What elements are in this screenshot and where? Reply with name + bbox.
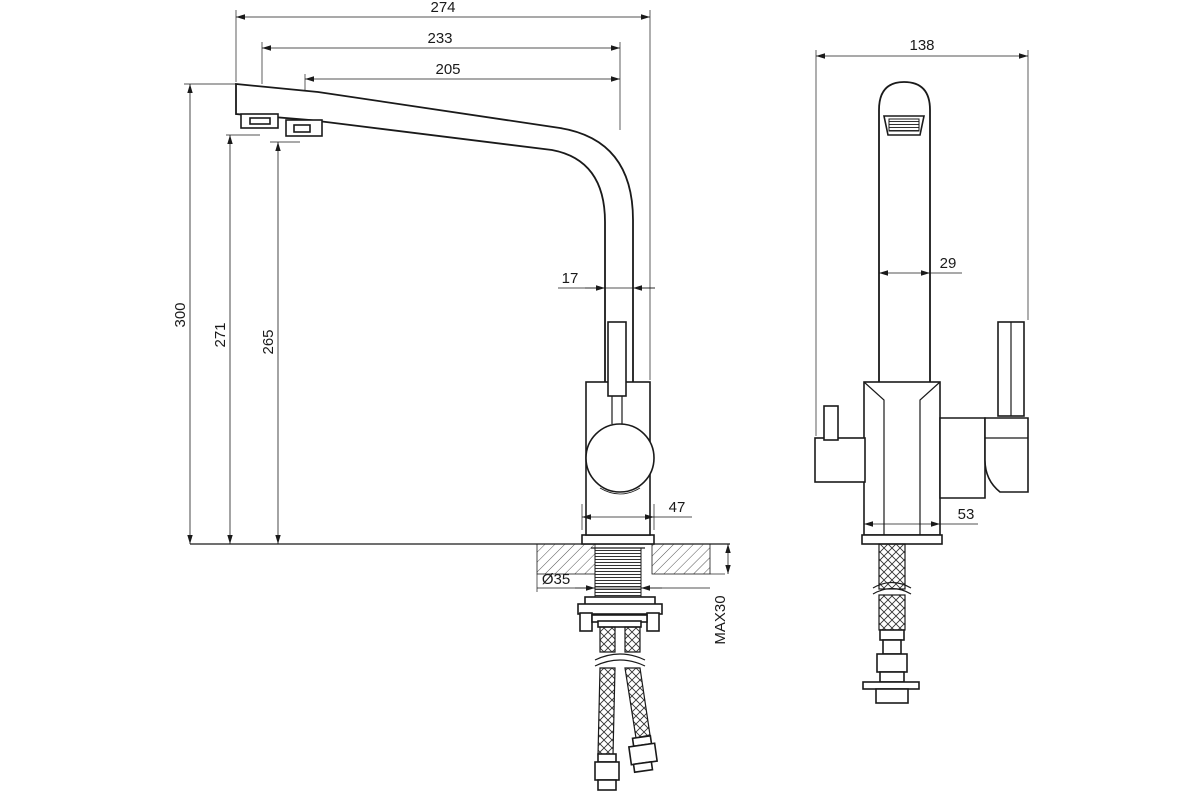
dim-138-label: 138	[909, 37, 934, 54]
faucet-body-side	[814, 321, 1029, 545]
spout-front	[235, 83, 634, 382]
faucet-body-front	[581, 321, 655, 545]
dim-300-label: 300	[172, 302, 189, 327]
dim-265-label: 265	[260, 329, 277, 354]
spout-side	[878, 81, 931, 382]
extension-lines-front	[184, 10, 725, 592]
dim-29-label: 29	[940, 255, 957, 272]
countertop-section	[536, 543, 711, 575]
supply-hoses	[594, 626, 659, 791]
dim-d35-label: Ø35	[542, 571, 570, 588]
dim-17-label: 17	[562, 270, 579, 287]
dim-47-label: 47	[669, 499, 686, 516]
front-view: 274 233 205 17 47 Ø35 300 271 265 MAX30	[172, 0, 731, 791]
dim-max30-label: MAX30	[712, 595, 729, 644]
dim-233-label: 233	[427, 30, 452, 47]
fixing-plate	[577, 596, 663, 632]
dim-205-label: 205	[435, 61, 460, 78]
side-view: 138 29 53	[814, 37, 1029, 704]
supply-hose-side	[862, 543, 920, 704]
dim-274-label: 274	[430, 0, 455, 16]
dim-53-label: 53	[958, 506, 975, 523]
dim-271-label: 271	[212, 322, 229, 347]
mounting-shank	[594, 547, 642, 599]
extension-lines-side	[815, 50, 1029, 532]
